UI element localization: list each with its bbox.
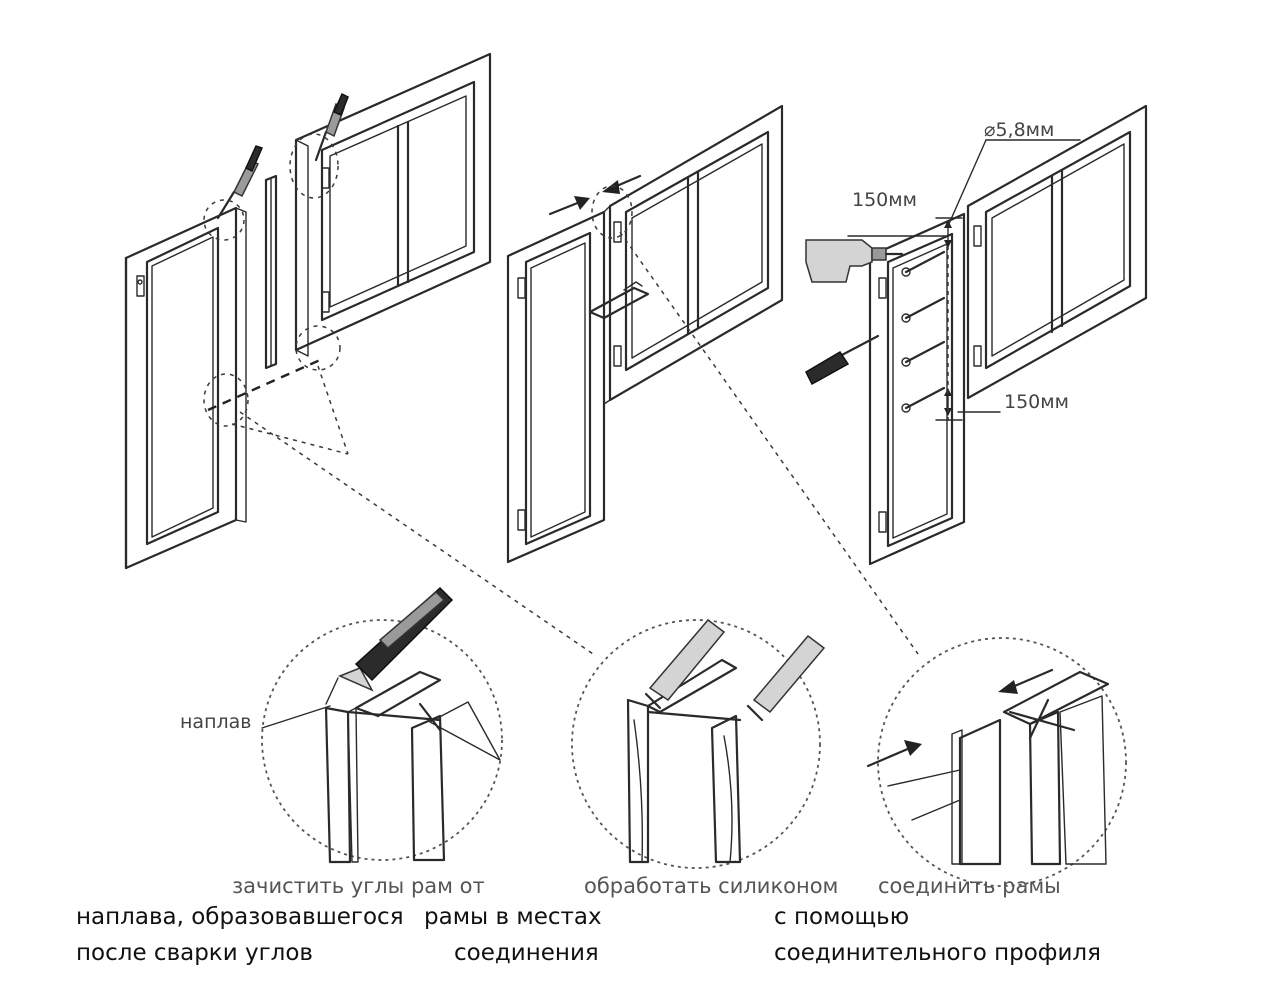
step1-frames bbox=[124, 52, 597, 657]
caption-step1-line2: наплава, образовавшегося bbox=[76, 904, 404, 930]
step2-frames bbox=[506, 104, 919, 655]
detail-marker-middle-top bbox=[591, 185, 633, 239]
caption-step2-line2: рамы в местах bbox=[424, 904, 602, 930]
middle-window-frame bbox=[603, 104, 784, 405]
detail-marker-top-right bbox=[289, 133, 339, 199]
detail-marker-bottom-right bbox=[295, 325, 341, 371]
connector-profile bbox=[264, 174, 278, 370]
detail-marker-top-left bbox=[203, 199, 245, 241]
dimension-label-bottom: 150мм bbox=[1004, 391, 1069, 413]
detail-marker-bottom-left bbox=[203, 373, 249, 427]
diameter-label: ⌀5,8мм bbox=[984, 119, 1054, 141]
left-tall-frame bbox=[124, 206, 247, 570]
screws bbox=[901, 250, 946, 413]
step3-frames bbox=[805, 104, 1148, 566]
detail-circle-cleaning bbox=[261, 586, 503, 864]
caption-step3-line3: соединительного профиля bbox=[774, 940, 1101, 966]
right-window-frame bbox=[294, 52, 492, 357]
screwdriver-icon bbox=[805, 334, 880, 386]
scraper-tool-right bbox=[314, 92, 349, 162]
caption-step3-line2: с помощью bbox=[774, 904, 910, 930]
naplav-pointer bbox=[261, 705, 331, 729]
caption-step3-line1: соединить рамы bbox=[878, 874, 1061, 898]
right-window-frame-fixed bbox=[966, 104, 1148, 400]
push-arrows bbox=[548, 174, 642, 216]
connecting-clip bbox=[588, 286, 650, 320]
caption-step2-line3: соединения bbox=[454, 940, 599, 966]
right-tall-frame bbox=[868, 212, 966, 566]
dimension-label-top: 150мм bbox=[852, 189, 917, 211]
drill-icon bbox=[805, 239, 904, 283]
detail-circle-silicone bbox=[571, 618, 826, 869]
alignment-line bbox=[207, 358, 321, 412]
caption-step2-line1: обработать силиконом bbox=[584, 874, 839, 898]
scraper-tool-left bbox=[216, 145, 264, 220]
caption-step1-line3: после сварки углов bbox=[76, 940, 313, 966]
naplav-label: наплав bbox=[180, 711, 251, 733]
middle-tall-frame bbox=[506, 210, 606, 564]
caption-step1-line1: зачистить углы рам от bbox=[232, 874, 485, 898]
detail-circle-joining bbox=[866, 637, 1127, 887]
